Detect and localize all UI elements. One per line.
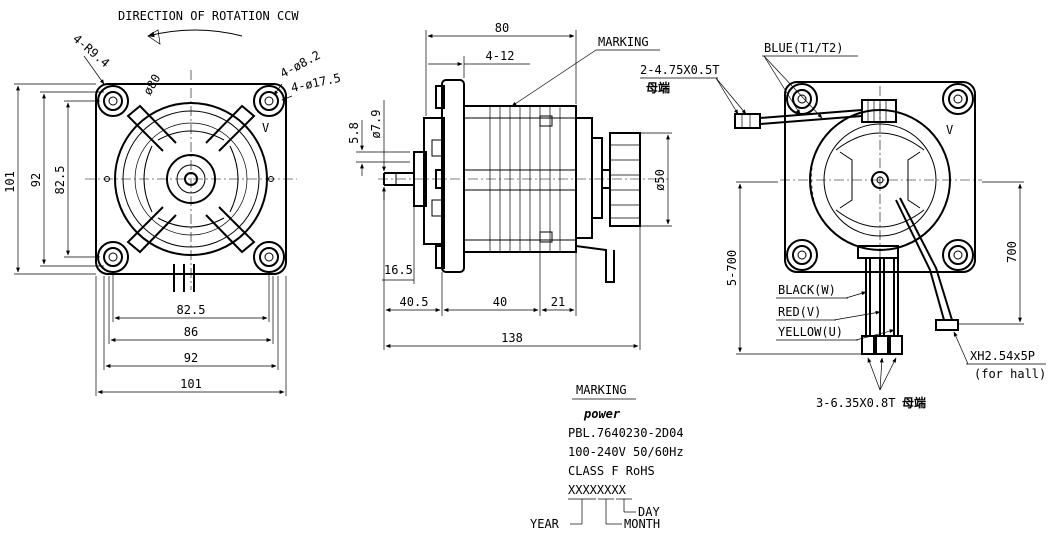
rear-rotor xyxy=(609,132,641,227)
terminal-bottom-type: 母端 xyxy=(902,395,926,410)
dim-side-rotor-dia: ø50 xyxy=(653,169,667,191)
dim-lead-right: 700 xyxy=(1005,241,1019,263)
hall-connector-note: (for hall) xyxy=(974,367,1046,381)
dim-lead-left: 5-700 xyxy=(725,250,739,286)
wire-red-label: RED(V) xyxy=(778,305,821,319)
marking-year: YEAR xyxy=(530,517,560,531)
marking-model: PBL.7640230-2D04 xyxy=(568,426,684,440)
hall-connector-label: XH2.54x5P xyxy=(970,349,1035,363)
marking-block: MARKING power PBL.7640230-2D04 100-240V … xyxy=(530,383,684,531)
dim-side-shaft-height: 16.5 xyxy=(384,263,413,277)
dim-front-width-holes: 82.5 xyxy=(177,303,206,317)
dim-side-top-offset: 4-12 xyxy=(486,49,515,63)
dim-front-width-inner: 92 xyxy=(184,351,198,365)
dim-side-seg-b: 40 xyxy=(493,295,507,309)
rotation-label: DIRECTION OF ROTATION CCW xyxy=(118,9,299,23)
dim-front-height-inner: 92 xyxy=(29,173,43,187)
marking-title: MARKING xyxy=(576,383,627,397)
dim-side-seg-c: 21 xyxy=(551,295,565,309)
terminal-top-type: 母端 xyxy=(646,80,670,95)
marking-class: CLASS F RoHS xyxy=(568,464,655,478)
svg-text:V: V xyxy=(946,123,953,137)
dim-front-height-holes: 82.5 xyxy=(53,166,67,195)
rear-view: V BLUE(T1/T2) 2-4.75X0.5T 母端 xyxy=(640,41,1046,410)
callout-bolt-circle: ø80 xyxy=(140,72,163,98)
wire-black-label: BLACK(W) xyxy=(778,283,836,297)
dim-front-width-pins: 86 xyxy=(184,325,198,339)
svg-text:V: V xyxy=(262,121,269,135)
dim-side-top-width: 80 xyxy=(495,21,509,35)
front-view: DIRECTION OF ROTATION CCW xyxy=(3,9,342,396)
callout-hole-large: 4-ø17.5 xyxy=(290,71,342,95)
dim-side-seg-a: 40.5 xyxy=(400,295,429,309)
callout-corner-radius: 4-R9.4 xyxy=(70,32,112,71)
dim-front-height-outer: 101 xyxy=(3,171,17,193)
dim-side-shaft-dia: ø7.9 xyxy=(369,110,383,139)
wire-yellow-label: YELLOW(U) xyxy=(778,325,843,339)
terminal-bottom-spec: 3-6.35X0.8T xyxy=(816,396,895,410)
rotation-arrow-icon xyxy=(147,29,243,38)
terminal-pins xyxy=(173,264,195,292)
blue-wire-label: BLUE(T1/T2) xyxy=(764,41,843,55)
rear-corner-holes xyxy=(786,83,974,271)
dim-front-width-outer: 101 xyxy=(180,377,202,391)
corner-holes xyxy=(97,85,285,273)
marking-brand: power xyxy=(583,407,621,421)
side-marking-label: MARKING xyxy=(598,35,649,49)
terminal-top-spec: 2-4.75X0.5T xyxy=(640,63,719,77)
marking-day: DAY xyxy=(638,505,660,519)
marking-code: XXXXXXXX xyxy=(568,483,627,497)
marking-month: MONTH xyxy=(624,517,660,531)
dim-side-total: 138 xyxy=(501,331,523,345)
marking-voltage: 100-240V 50/60Hz xyxy=(568,445,684,459)
dim-side-shaft-step: 5.8 xyxy=(347,122,361,144)
side-view: 80 4-12 MARKING 5.8 ø7.9 16.5 ø50 40.5 xyxy=(347,21,672,350)
